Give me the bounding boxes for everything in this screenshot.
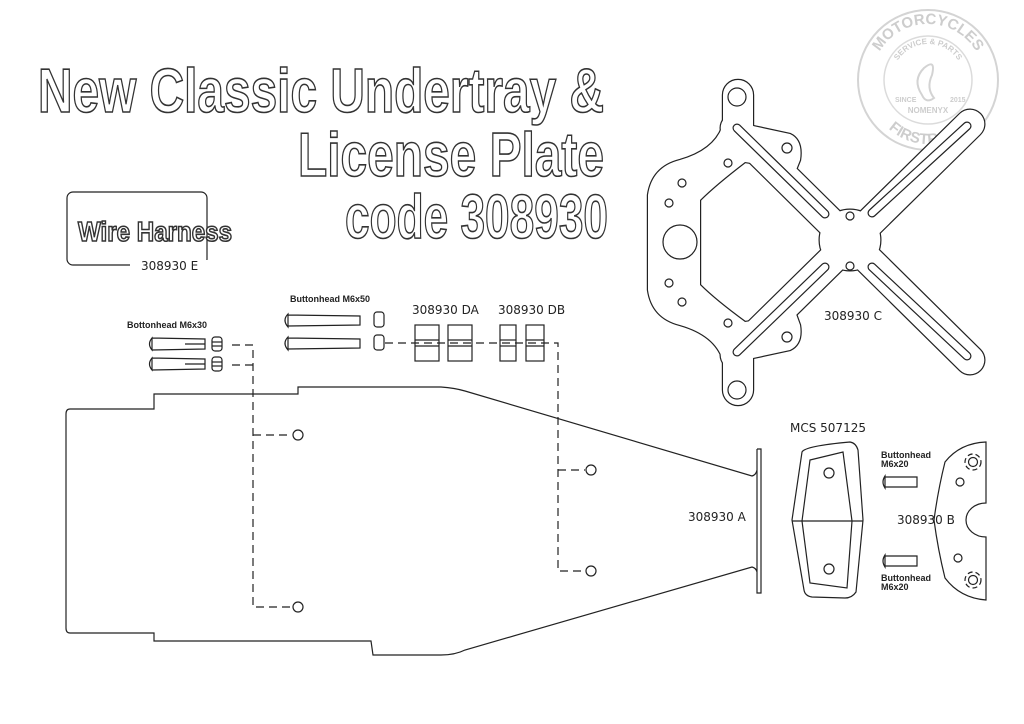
undertray-a: 308930 A [65,386,762,656]
bolt-m6x20-icon [882,474,918,490]
undertray-label: 308930 A [688,510,747,524]
plate-c-label: 308930 C [824,309,882,323]
license-plate-bracket-c: 308930 C [646,78,986,407]
title-line-3: code 308930 [345,183,608,252]
bolt-m6x20-top-size: M6x20 [881,459,909,469]
wire-harness-part: Wire Harness 308930 E [66,191,233,273]
bolt-m6x20-icon [882,553,918,569]
bolt-m6x20-bottom-size: M6x20 [881,582,909,592]
bolt-m6x50-icon [284,311,385,352]
spacer-db-label: 308930 DB [498,303,565,317]
bolt-m6x20-top-label: Buttonhead [881,450,931,460]
plate-b-label: 308930 B [897,513,955,527]
bolt-m6x50-label: Buttonhead M6x50 [290,294,370,304]
bolt-m6x30-icon [148,336,206,372]
rubber-label: MCS 507125 [790,421,866,435]
bolt-m6x30-label: Bottonhead M6x30 [127,320,207,330]
plate-b: 308930 B Buttonhead M6x20 Buttonhead M6x… [881,441,987,601]
svg-text:SINCE: SINCE [895,97,917,104]
spacer-da-label: 308930 DA [412,303,480,317]
nut-icon [211,336,223,372]
svg-text:SERVICE & PARTS: SERVICE & PARTS [892,37,964,62]
hardware-group: Bottonhead M6x30 Buttonhead M6x50 308930… [127,294,585,608]
title-line-2: License Plate [298,121,604,190]
svg-text:NOMENYX: NOMENYX [908,106,949,115]
bolt-m6x20-bottom-label: Buttonhead [881,573,931,583]
rubber-mount: MCS 507125 [790,421,866,599]
title-line-1: New Classic Undertray & [38,57,604,126]
svg-text:MOTORCYCLES: MOTORCYCLES [869,11,987,54]
cobra-icon [916,63,936,102]
wire-harness-code: 308930 E [141,259,198,273]
wire-harness-label: Wire Harness [78,216,232,247]
title-block: New Classic Undertray & License Plate co… [37,56,609,253]
svg-text:2015: 2015 [950,97,966,104]
